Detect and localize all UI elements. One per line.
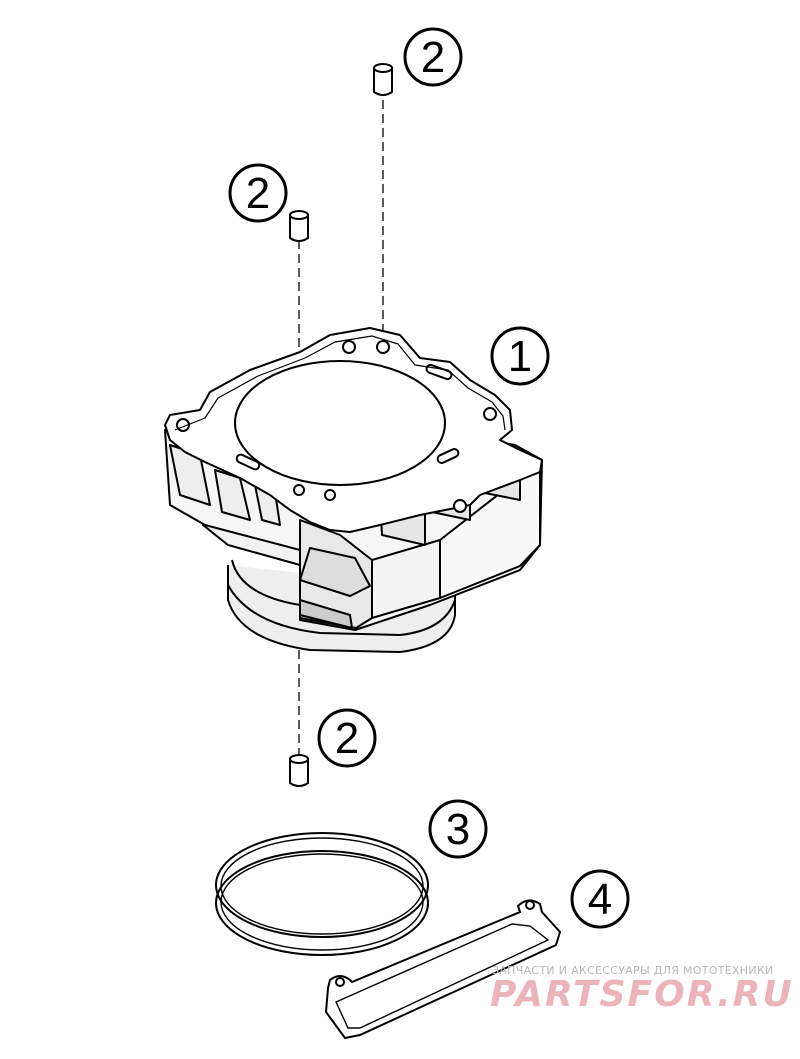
callout-2-bottom: 2 xyxy=(317,708,377,768)
dowel-pin-top-right[interactable] xyxy=(373,63,393,96)
callout-2-top-right: 2 xyxy=(403,27,463,87)
callout-number: 2 xyxy=(246,169,270,218)
callout-number: 2 xyxy=(421,33,445,82)
callout-3: 3 xyxy=(428,799,488,859)
gasket-part[interactable] xyxy=(324,899,562,1040)
callout-circle xyxy=(490,326,550,386)
callout-1: 1 xyxy=(490,326,550,386)
dowel-pin-top-left[interactable] xyxy=(289,210,309,242)
o-ring-part[interactable] xyxy=(215,832,429,956)
cylinder-part[interactable] xyxy=(164,327,543,653)
callout-circle xyxy=(317,708,377,768)
callout-circle xyxy=(428,799,488,859)
callout-number: 3 xyxy=(446,805,470,854)
dowel-pin-bottom[interactable] xyxy=(289,754,309,787)
callout-number: 4 xyxy=(588,875,612,924)
watermark-brand: PARTSFOR.RU xyxy=(490,974,794,1015)
callout-2-top-left: 2 xyxy=(228,163,288,223)
callout-circle xyxy=(228,163,288,223)
callout-circle xyxy=(570,869,630,929)
callout-circle xyxy=(403,27,463,87)
callout-number: 1 xyxy=(508,332,532,381)
callout-4: 4 xyxy=(570,869,630,929)
callout-number: 2 xyxy=(335,714,359,763)
watermark-tagline: ЗАПЧАСТИ И АКСЕССУАРЫ ДЛЯ МОТОТЕХНИКИ xyxy=(492,964,774,977)
